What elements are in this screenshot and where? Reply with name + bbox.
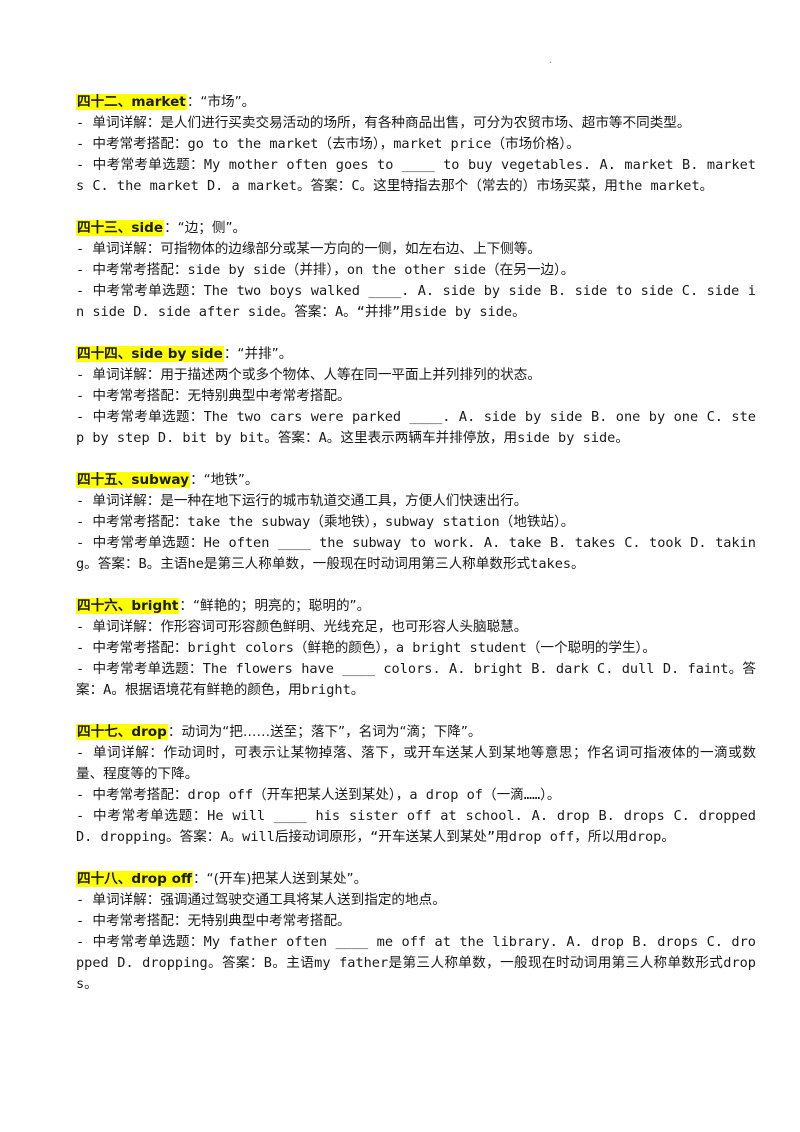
entry-meaning: ：“鲜艳的；明亮的；聪明的”。 (179, 598, 371, 614)
entry-meaning: ：“(开车)把某人送到某处”。 (192, 871, 368, 887)
entry-heading: 四十八、drop off：“(开车)把某人送到某处”。 (76, 869, 756, 890)
entry-detail: - 单词详解：作形容词可形容颜色鲜明、光线充足，也可形容人头脑聪慧。 (76, 619, 528, 635)
entry-label: 四十二、market (76, 94, 187, 110)
entry-collocation: - 中考常考搭配：无特别典型中考常考搭配。 (76, 913, 351, 929)
entry-question: - 中考常考单选题：My mother often goes to ____ t… (76, 157, 756, 194)
entry-question: - 中考常考单选题：The two boys walked ____. A. s… (76, 283, 756, 320)
entry-label: 四十四、side by side (76, 346, 224, 362)
entry-46: 四十六、bright：“鲜艳的；明亮的；聪明的”。 - 单词详解：作形容词可形容… (76, 596, 756, 701)
entry-detail: - 单词详解：可指物体的边缘部分或某一方向的一侧，如左右边、上下侧等。 (76, 241, 541, 257)
entry-heading: 四十六、bright：“鲜艳的；明亮的；聪明的”。 (76, 596, 756, 617)
entry-43: 四十三、side：“边；侧”。 - 单词详解：可指物体的边缘部分或某一方向的一侧… (76, 218, 756, 323)
entry-meaning: ：“边；侧”。 (164, 220, 247, 236)
entry-44: 四十四、side by side：“并排”。 - 单词详解：用于描述两个或多个物… (76, 344, 756, 449)
entry-meaning: ：“地铁”。 (190, 472, 259, 488)
entry-heading: 四十五、subway：“地铁”。 (76, 470, 756, 491)
entry-heading: 四十四、side by side：“并排”。 (76, 344, 756, 365)
entry-label: 四十六、bright (76, 598, 180, 614)
entry-heading: 四十七、drop：动词为“把……送至；落下”，名词为“滴；下降”。 (76, 722, 756, 743)
entry-detail: - 单词详解：强调通过驾驶交通工具将某人送到指定的地点。 (76, 892, 446, 908)
entry-48: 四十八、drop off：“(开车)把某人送到某处”。 - 单词详解：强调通过驾… (76, 869, 756, 995)
entry-45: 四十五、subway：“地铁”。 - 单词详解：是一种在地下运行的城市轨道交通工… (76, 470, 756, 575)
entry-question: - 中考常考单选题：The flowers have ____ colors. … (76, 661, 756, 698)
entry-heading: 四十二、market：“市场”。 (76, 92, 756, 113)
vocabulary-document: 四十二、market：“市场”。 - 单词详解：是人们进行买卖交易活动的场所，有… (76, 92, 756, 1016)
entry-detail: - 单词详解：用于描述两个或多个物体、人等在同一平面上并列排列的状态。 (76, 367, 541, 383)
entry-heading: 四十三、side：“边；侧”。 (76, 218, 756, 239)
entry-collocation: - 中考常考搭配：side by side（并排），on the other s… (76, 262, 575, 278)
entry-meaning: ：动词为“把……送至；落下”，名词为“滴；下降”。 (167, 724, 482, 740)
corner-mark: · (548, 58, 553, 67)
entry-47: 四十七、drop：动词为“把……送至；落下”，名词为“滴；下降”。 - 单词详解… (76, 722, 756, 848)
entry-meaning: ：“市场”。 (186, 94, 256, 110)
entry-question: - 中考常考单选题：My father often ____ me off at… (76, 934, 756, 992)
entry-question: - 中考常考单选题：The two cars were parked ____.… (76, 409, 756, 446)
entry-collocation: - 中考常考搭配：go to the market（去市场），market pr… (76, 136, 580, 152)
entry-collocation: - 中考常考搭配：无特别典型中考常考搭配。 (76, 388, 351, 404)
entry-detail: - 单词详解：作动词时，可表示让某物掉落、落下，或开车送某人到某地等意思；作名词… (76, 745, 756, 782)
entry-meaning: ：“并排”。 (223, 346, 293, 362)
entry-question: - 中考常考单选题：He will ____ his sister off at… (76, 808, 756, 845)
entry-detail: - 单词详解：是人们进行买卖交易活动的场所，有各种商品出售，可分为农贸市场、超市… (76, 115, 691, 131)
entry-detail: - 单词详解：是一种在地下运行的城市轨道交通工具，方便人们快速出行。 (76, 493, 528, 509)
entry-label: 四十三、side (76, 220, 165, 236)
entry-collocation: - 中考常考搭配：take the subway（乘地铁），subway sta… (76, 514, 575, 530)
entry-collocation: - 中考常考搭配：drop off（开车把某人送到某处），a drop of（一… (76, 787, 561, 803)
entry-label: 四十七、drop (76, 724, 168, 740)
entry-collocation: - 中考常考搭配：bright colors（鲜艳的颜色），a bright s… (76, 640, 656, 656)
entry-42: 四十二、market：“市场”。 - 单词详解：是人们进行买卖交易活动的场所，有… (76, 92, 756, 197)
entry-question: - 中考常考单选题：He often ____ the subway to wo… (76, 535, 756, 572)
entry-label: 四十八、drop off (76, 871, 193, 887)
entry-label: 四十五、subway (76, 472, 191, 488)
